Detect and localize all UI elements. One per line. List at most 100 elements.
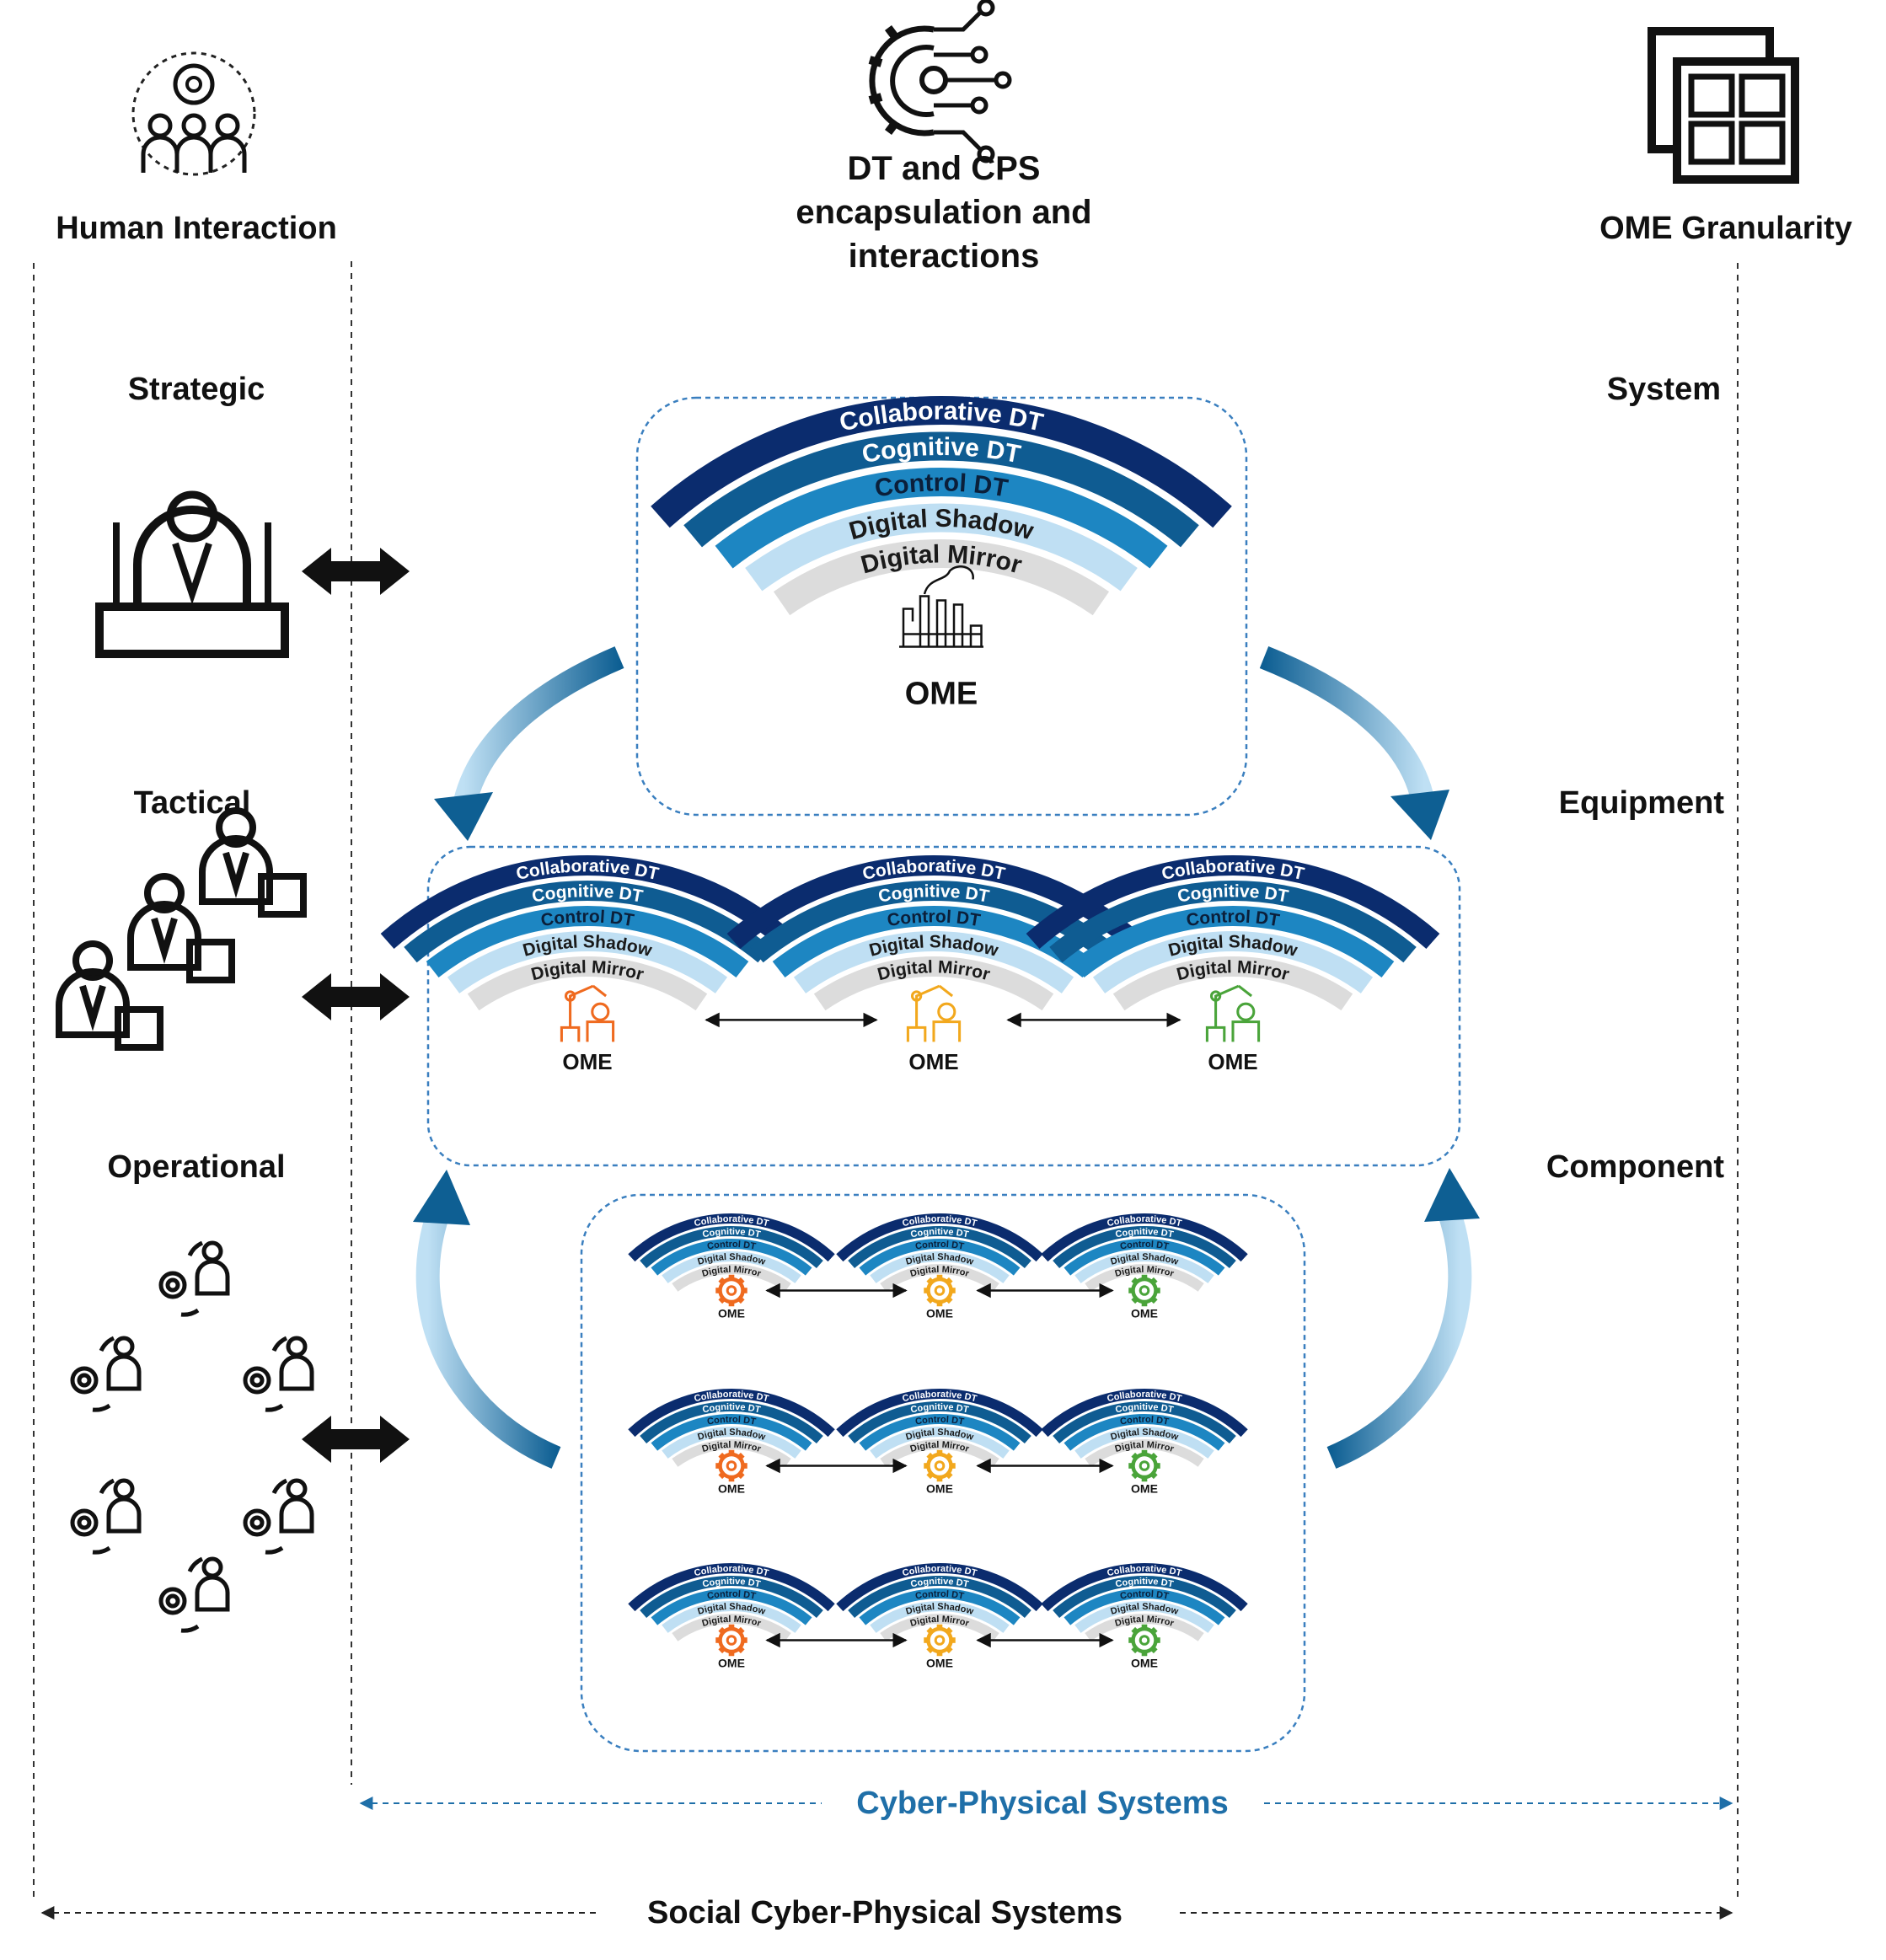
dt-layer-band [1112, 956, 1353, 1011]
dt-layer-band [628, 1213, 835, 1262]
ome-label: OME [1131, 1482, 1158, 1496]
dt-layer-label: Control DT [914, 1240, 965, 1252]
ome-gear-icon [924, 1449, 956, 1482]
dt-layer-band [1049, 881, 1417, 963]
level-component: Component [1546, 1149, 1724, 1185]
ome-label: OME [926, 1482, 953, 1496]
dt-layer-band [859, 1239, 1021, 1276]
dt-layer-band [836, 1213, 1043, 1262]
dt-cps-title-line3: interactions [849, 238, 1040, 275]
dt-layer-label: Digital Mirror [1175, 957, 1291, 984]
level-system: System [1607, 372, 1721, 407]
dt-layer-label: Control DT [914, 1415, 965, 1427]
dt-layer-band [651, 396, 1232, 528]
dt-layer-band [715, 468, 1168, 569]
dt-layer-band [662, 1601, 801, 1633]
dt-layer-label: Digital Mirror [909, 1615, 971, 1629]
dt-layer-band [793, 931, 1074, 993]
strategic-manager-icon [95, 490, 289, 658]
dt-layer-band [745, 503, 1138, 592]
dt-layer-label: Collaborative DT [902, 1390, 978, 1405]
dt-layer-label: Cognitive DT [910, 1577, 970, 1590]
dt-layer-label: Digital Mirror [701, 1265, 763, 1279]
dt-layer-band [1053, 1401, 1236, 1443]
component-container [580, 1193, 1306, 1753]
dt-layer-label: Digital Shadow [697, 1252, 767, 1267]
ome-robot-icon [560, 984, 615, 1042]
dt-layer-label: Digital Mirror [1114, 1615, 1176, 1629]
dt-layer-band [672, 1264, 791, 1292]
dt-layer-band [1085, 1264, 1204, 1292]
dt-layer-band [1053, 1576, 1236, 1618]
dt-layer-label: Digital Mirror [909, 1440, 971, 1454]
dt-layer-band [1053, 1226, 1236, 1268]
dt-layer-label: Digital Mirror [1114, 1440, 1176, 1454]
ome-robot-icon [906, 984, 962, 1042]
scps-span: Social Cyber-Physical Systems [40, 1895, 1733, 1931]
human-link-arrows [302, 548, 410, 1463]
ome-gear-icon [715, 1449, 747, 1482]
dt-layer-band [1041, 1563, 1248, 1612]
dt-layer-band [426, 906, 749, 977]
dt-layer-label: Digital Shadow [1110, 1252, 1180, 1267]
ome-gear-icon [1128, 1274, 1160, 1307]
dt-layer-band [813, 956, 1054, 1011]
dt-layer-label: Collaborative DT [1106, 1214, 1183, 1229]
dt-layer-band [1026, 855, 1440, 950]
dt-cps-title-line1: DT and CPS [848, 150, 1041, 187]
level-tactical: Tactical [134, 785, 251, 821]
ome-label: OME [1208, 1049, 1257, 1074]
level-strategic: Strategic [128, 372, 265, 407]
dt-layer-band [1064, 1588, 1225, 1625]
dt-layer-band [773, 539, 1110, 616]
dt-layer-label: Cognitive DT [530, 881, 644, 906]
dt-layer-band [628, 1389, 835, 1438]
dt-layer-band [1085, 1439, 1204, 1467]
dt-layer-band [672, 1439, 791, 1467]
dt-layer-label: Digital Shadow [905, 1252, 975, 1267]
dt-layer-label: Cognitive DT [860, 433, 1022, 469]
dt-layer-band [380, 855, 795, 950]
dt-layer-band [880, 1614, 999, 1641]
ome-gear-icon [924, 1274, 956, 1307]
dt-layer-label: Digital Mirror [876, 957, 992, 984]
dt-layer-band [848, 1576, 1031, 1618]
human-interaction-icon [131, 51, 256, 176]
dt-layer-label: Digital Shadow [905, 1602, 975, 1617]
dt-cps-title-line2: encapsulation and [796, 194, 1091, 231]
dt-layer-band [404, 881, 771, 963]
dt-layer-band [836, 1563, 1043, 1612]
dt-layer-label: Digital Mirror [701, 1615, 763, 1629]
dt-layer-band [672, 1614, 791, 1641]
ome-factory-icon [899, 565, 983, 648]
dt-layer-label: Collaborative DT [694, 1564, 770, 1579]
dt-layer-band [1085, 1614, 1204, 1641]
double-arrow-icon [302, 1416, 410, 1463]
dt-layer-label: Cognitive DT [910, 1402, 970, 1416]
dt-layer-label: Cognitive DT [1115, 1577, 1175, 1590]
dt-layer-band [683, 431, 1199, 548]
double-arrow-icon [302, 548, 410, 595]
dt-layer-band [848, 1401, 1031, 1443]
ome-robot-icon [1205, 984, 1261, 1042]
human-interaction-title: Human Interaction [56, 211, 337, 246]
cps-label: Cyber-Physical Systems [856, 1786, 1228, 1821]
dt-layer-band [651, 1414, 812, 1451]
dt-layer-label: Cognitive DT [876, 881, 990, 906]
flow-arrows [413, 646, 1480, 1469]
dt-layer-label: Digital Shadow [697, 1602, 767, 1617]
frame-lines [33, 261, 1739, 1900]
dt-layer-band [651, 1588, 812, 1625]
tactical-team-icon [56, 807, 307, 1051]
scps-label: Social Cyber-Physical Systems [647, 1895, 1122, 1931]
dt-layer-label: Digital Shadow [1110, 1427, 1180, 1443]
